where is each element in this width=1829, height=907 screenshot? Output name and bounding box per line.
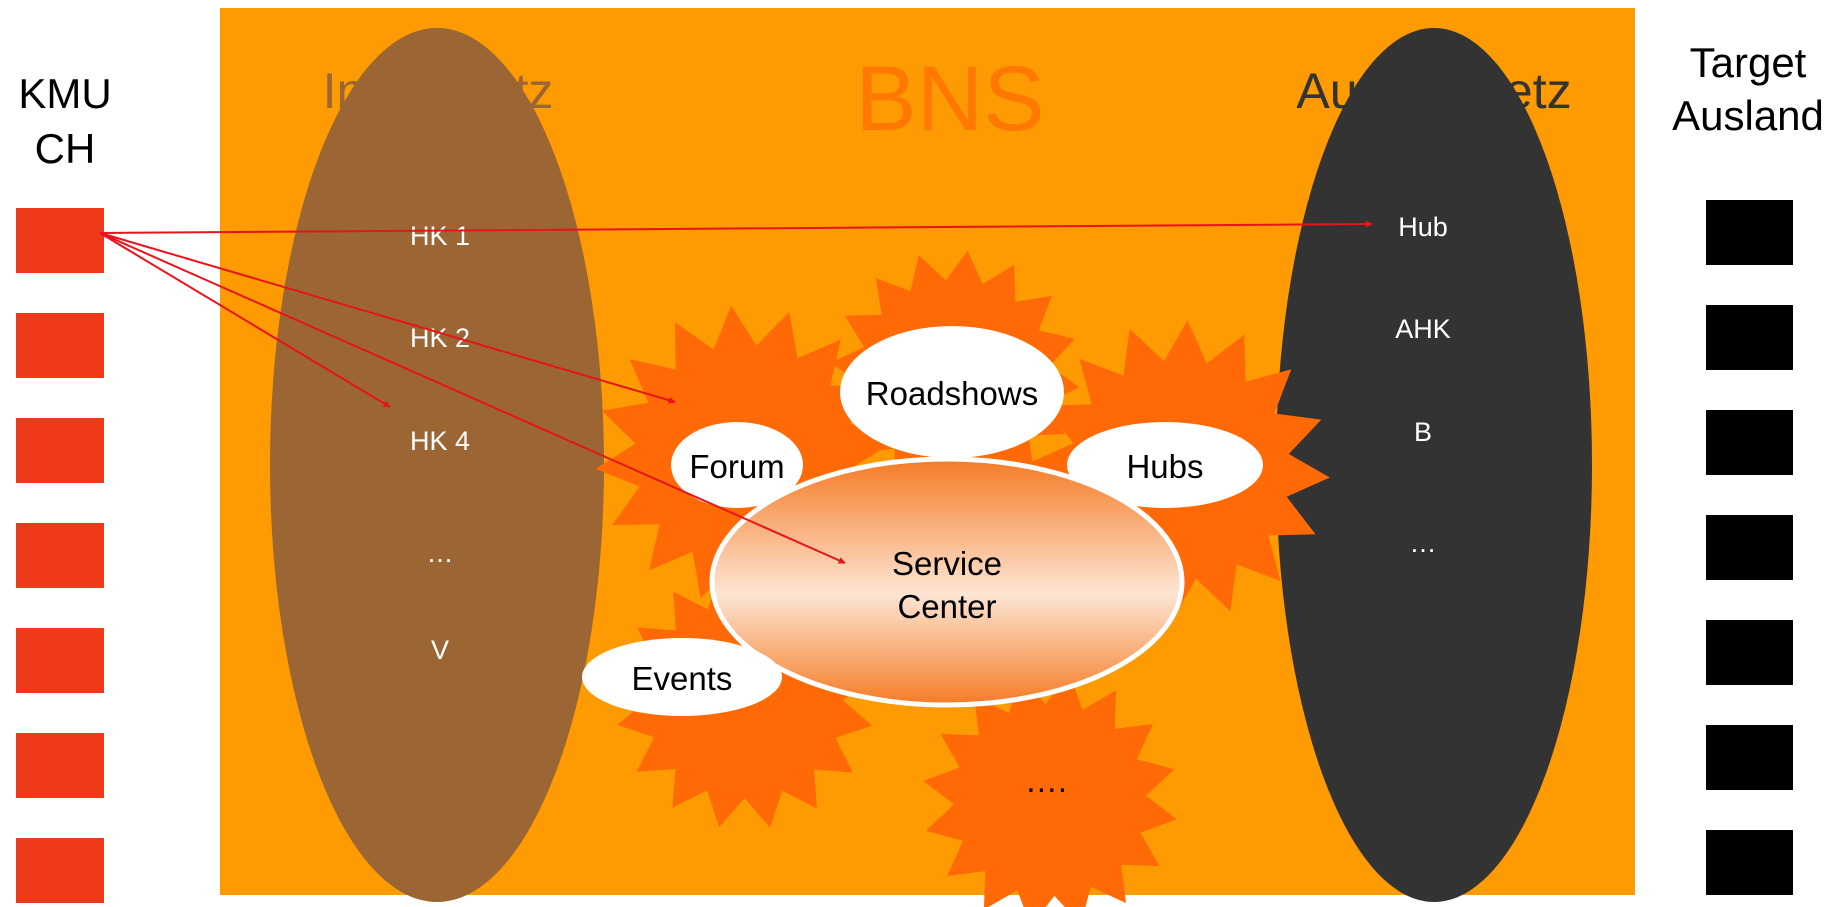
ausland-item: AHK [1395,314,1451,344]
connection-arrow [99,232,391,408]
connection-arrow [99,232,676,404]
more-services-label: …. [1025,762,1067,799]
kmu-box [16,838,104,903]
kmu-box [16,313,104,378]
service-center-line1: Service [892,545,1002,582]
connection-arrows [99,220,1373,564]
hubs-label: Hubs [1126,448,1203,485]
inland-net-ellipse [270,28,604,902]
events-bubble [582,638,782,716]
connection-arrow [99,232,846,564]
ausland-net-ellipse [1276,28,1592,902]
left-column-label-line2: CH [35,125,96,172]
ausland-item: Hub [1398,212,1448,242]
kmu-box [16,523,104,588]
service-center-line2: Center [897,588,996,625]
target-box [1706,200,1793,265]
events-label: Events [632,660,733,697]
hubs-bubble [1067,422,1263,508]
target-box [1706,725,1793,790]
roadshows-bubble [840,326,1064,458]
kmu-box [16,418,104,483]
connection-arrow [99,220,1373,234]
inland-item: … [427,538,454,568]
right-column-label-line1: Target [1690,39,1807,86]
target-box [1706,830,1793,895]
target-box [1706,620,1793,685]
kmu-box [16,208,104,273]
right-column-label-line2: Ausland [1672,92,1824,139]
kmu-boxes [16,208,104,903]
ausland-item: B [1414,417,1432,447]
forum-label: Forum [689,448,784,485]
inland-item: HK 4 [410,426,470,456]
inland-item: HK 1 [410,221,470,251]
ausland-item: … [1410,528,1437,558]
target-boxes [1706,200,1793,895]
roadshows-label: Roadshows [866,375,1038,412]
target-box [1706,305,1793,370]
target-box [1706,515,1793,580]
target-box [1706,410,1793,475]
service-center-ellipse [709,456,1185,708]
panel-title: BNS [855,48,1044,150]
inland-net-items: HK 1HK 2HK 4…V [410,221,470,665]
forum-bubble [671,422,803,508]
kmu-box [16,628,104,693]
inland-item: V [431,635,449,665]
left-column-label-line1: KMU [18,70,111,117]
kmu-box [16,733,104,798]
service-burst [923,673,1177,907]
